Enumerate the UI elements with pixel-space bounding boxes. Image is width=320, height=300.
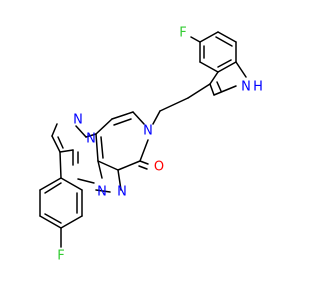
pyrazole-nitrogen-label: N [73,113,83,128]
indole-nitrogen-label: N [241,80,251,95]
pyridone-nitrogen-label: N [143,124,153,139]
atom-label-layer: F N H N O N N N N F [57,26,263,264]
bridgehead-nitrogen-label: N [86,132,96,147]
carbonyl-oxygen-label: O [154,160,164,175]
fluorine-atom-label: F [179,26,186,41]
triazine-nitrogen-label: N [97,185,107,200]
molecule-structure-diagram: F N H N O N N N N F [0,0,300,300]
triazine-nitrogen-label: N [117,185,127,200]
fluorine-atom-label: F [57,249,64,264]
canvas-background [0,0,300,300]
indole-hydrogen-label: H [253,80,263,95]
bond-layer [39,31,247,248]
